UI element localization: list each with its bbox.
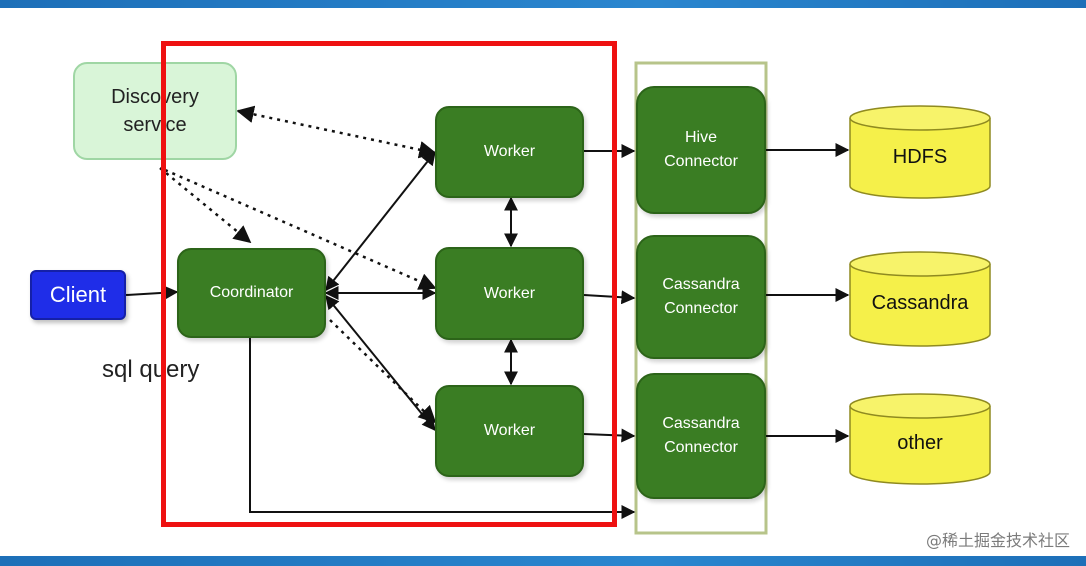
bottom-frame-bar	[0, 556, 1086, 566]
worker-node-1: Worker	[435, 106, 584, 198]
store-cylinder-3	[849, 393, 991, 485]
architecture-diagram: Discovery service Client Coordinator Wor…	[0, 8, 1086, 556]
client-node: Client	[30, 270, 126, 320]
store-label-hdfs: HDFS	[892, 146, 948, 168]
hive-connector-node: Hive Connector	[636, 86, 766, 214]
store-cylinder-2	[849, 251, 991, 347]
store-label-other: other	[897, 432, 943, 454]
top-frame-bar	[0, 0, 1086, 8]
diagram-connections	[125, 61, 991, 535]
cassandra-connector-node-2: Cassandra Connector	[636, 373, 766, 499]
arrow-coordinator-worker-3	[325, 294, 436, 432]
watermark-text: @稀土掘金技术社区	[925, 531, 1070, 550]
arrow-coordinator-worker-1	[325, 150, 436, 292]
worker-node-2: Worker	[435, 247, 584, 340]
cassandra-connector-node-1: Cassandra Connector	[636, 235, 766, 359]
dotted-discovery-worker-2	[164, 168, 437, 290]
store-cylinder-1	[849, 105, 991, 199]
sql-query-label: sql query	[102, 356, 200, 383]
arrow-worker-3-connector-3	[583, 428, 636, 443]
discovery-service-node: Discovery service	[73, 62, 237, 160]
dotted-discovery-coordinator	[159, 167, 252, 244]
arrow-client-coordinator	[125, 285, 179, 300]
store-label-cassandra: Cassandra	[871, 292, 969, 314]
highlight-box	[161, 41, 617, 527]
dotted-discovery-worker-1	[236, 105, 437, 159]
worker-node-3: Worker	[435, 385, 584, 477]
arrow-worker-2-connector-2	[583, 290, 636, 305]
arrow-coordinator-connectors	[249, 338, 636, 519]
coordinator-node: Coordinator	[177, 248, 326, 338]
